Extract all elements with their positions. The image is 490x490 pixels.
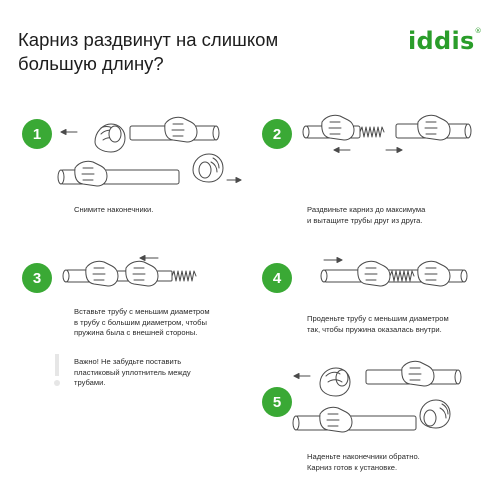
step-5-number: 5 [272,393,282,411]
step-2-caption-line: Раздвиньте карниз до максимума [307,205,426,214]
hand-holding-tube-icon [164,116,198,143]
step-3-caption-line: в трубу с большим диаметром, чтобы [74,317,207,327]
warning-line: трубами. [74,378,106,388]
step-3-number: 3 [32,269,42,287]
spring-icon [389,270,415,282]
step-3-caption-line: Вставьте трубу с меньшим диаметром [74,307,210,316]
step-5-caption-line: Наденьте наконечники обратно. [307,452,420,461]
arrow-right-icon [385,147,403,153]
step-1-caption: Снимите наконечники. [74,205,153,216]
step-3-illustration [62,255,197,287]
step-1-number-badge: 1 [22,119,52,149]
hand-holding-tube-icon [417,260,451,287]
step-5-illustration [292,360,462,433]
title-line-1: Карниз раздвинут на слишком [18,29,279,50]
step-2-illustration [302,114,472,153]
step-3-caption-line: пружина была с внешней стороны. [74,328,198,338]
arrow-right-icon [226,177,242,183]
page-title: Карниз раздвинут на слишком большую длин… [18,28,338,76]
brand-logo: iddis® [408,27,482,55]
exclamation-icon [52,354,62,390]
step-4-caption-line: Проденьте трубу с меньшим диаметром [307,314,449,323]
arrow-left-icon [293,373,311,379]
arrow-right-icon [323,257,343,263]
step-2-caption-line: и вытащите трубы друг из друга. [307,215,423,225]
step-2-number-badge: 2 [262,119,292,149]
logo-text: iddis [408,27,475,55]
hand-attaching-cap-icon [319,367,351,397]
exclamation-bar [55,354,59,376]
step-5-caption-line: Карниз готов к установке. [307,462,398,472]
hand-attaching-cap-icon [419,399,451,429]
step-5-caption: Наденьте наконечники обратно. Карниз гот… [307,452,420,473]
hand-holding-tube-icon [417,114,451,141]
step-2-caption: Раздвиньте карниз до максимума и вытащит… [307,205,425,226]
hand-holding-tube-icon [125,260,159,287]
warning-line: пластиковый уплотнитель между [74,367,191,377]
step-3-caption: Вставьте трубу с меньшим диаметром в тру… [74,307,210,339]
warning-note: Важно! Не забудьте поставить пластиковый… [74,357,191,389]
hand-holding-tube-icon [321,114,355,141]
step-4-caption-line: так, чтобы пружина оказалась внутри. [307,324,442,334]
step-1-number: 1 [32,125,42,143]
hand-removing-cap-icon [94,123,126,153]
tube-icon [292,415,417,431]
warning-line: Важно! Не забудьте поставить [74,357,182,366]
step-4-number: 4 [272,269,282,287]
arrow-left-icon [60,129,78,135]
step-1-caption-line: Снимите наконечники. [74,205,154,214]
exclamation-dot [54,380,60,386]
step-1-illustration [57,116,242,187]
tube-icon [320,269,468,283]
step-4-illustration [320,257,468,287]
hand-holding-tube-icon [74,160,108,187]
arrow-left-icon [333,147,351,153]
step-5-number-badge: 5 [262,387,292,417]
tube-icon [57,169,180,185]
step-4-number-badge: 4 [262,263,292,293]
spring-icon [171,270,197,282]
hand-holding-tube-icon [319,406,353,433]
step-2-number: 2 [272,125,282,143]
hand-holding-tube-icon [85,260,119,287]
title-line-2: большую длину? [18,53,164,74]
hand-holding-tube-icon [357,260,391,287]
spring-icon [359,126,385,138]
step-4-caption: Проденьте трубу с меньшим диаметром так,… [307,314,449,335]
arrow-left-icon [139,255,159,261]
step-3-number-badge: 3 [22,263,52,293]
logo-registered-mark: ® [474,27,482,35]
hand-holding-tube-icon [401,360,435,387]
hand-removing-cap-icon [192,153,224,183]
